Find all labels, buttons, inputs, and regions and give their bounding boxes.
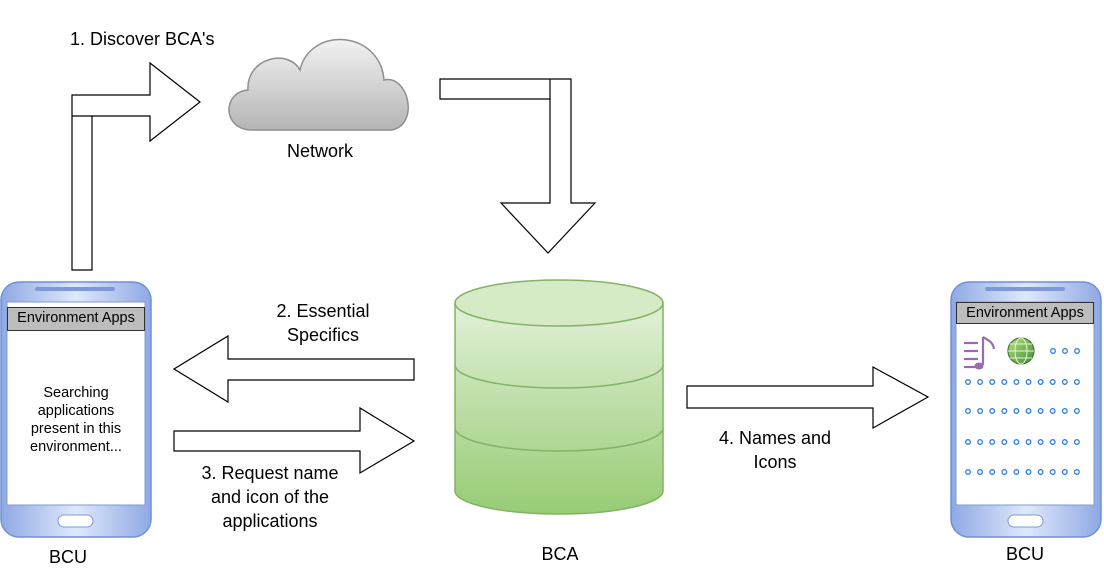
app-dot bbox=[1061, 469, 1068, 475]
app-dot bbox=[965, 469, 971, 475]
app-dot bbox=[1025, 379, 1032, 385]
home-button bbox=[57, 514, 94, 528]
status-line: present in this bbox=[30, 421, 122, 437]
app-dot bbox=[1073, 379, 1080, 385]
app-dot bbox=[1049, 408, 1056, 414]
app-dot bbox=[1061, 379, 1068, 385]
app-dot bbox=[1073, 408, 1080, 414]
essential-specifics-arrow bbox=[172, 334, 415, 404]
app-dot bbox=[1073, 469, 1080, 475]
app-dot bbox=[1073, 439, 1080, 445]
app-dot bbox=[1037, 379, 1044, 385]
app-dot bbox=[1001, 439, 1008, 445]
screen-header: Environment Apps bbox=[956, 302, 1094, 324]
app-dot bbox=[965, 379, 971, 385]
app-dot bbox=[1049, 439, 1056, 445]
searching-status: Searching applications present in this e… bbox=[12, 384, 140, 456]
app-dot bbox=[1013, 439, 1020, 445]
app-dot bbox=[977, 379, 984, 385]
app-dot bbox=[1074, 348, 1080, 354]
network-to-bca-arrow bbox=[439, 78, 597, 254]
app-dot bbox=[1049, 469, 1056, 475]
app-dot bbox=[1001, 408, 1008, 414]
app-dot bbox=[977, 408, 984, 414]
home-button bbox=[1007, 514, 1044, 528]
app-dot bbox=[989, 408, 996, 414]
app-dot bbox=[1062, 348, 1068, 354]
app-dot bbox=[1013, 408, 1020, 414]
app-dot bbox=[977, 469, 984, 475]
app-dot bbox=[989, 379, 996, 385]
app-dot bbox=[1025, 408, 1032, 414]
left-phone bbox=[0, 281, 152, 538]
step4-line2: Icons bbox=[753, 452, 797, 472]
app-dot bbox=[1013, 379, 1020, 385]
step3-line2: and icon of the bbox=[210, 487, 330, 507]
step3-label: 3. Request name and icon of the applicat… bbox=[190, 461, 350, 533]
app-dot bbox=[1037, 469, 1044, 475]
app-dot bbox=[1061, 439, 1068, 445]
app-dot bbox=[1037, 408, 1044, 414]
globe-icon bbox=[1007, 337, 1035, 365]
bca-label: BCA bbox=[541, 544, 579, 564]
screen-header: Environment Apps bbox=[7, 307, 145, 331]
step1-label: 1. Discover BCA's bbox=[70, 29, 215, 49]
app-dot bbox=[1025, 469, 1032, 475]
step3-line3: applications bbox=[222, 511, 318, 531]
step2-line2: Specifics bbox=[286, 325, 360, 345]
app-dot bbox=[1025, 439, 1032, 445]
step2-line1: 2. Essential bbox=[276, 301, 370, 321]
app-dot bbox=[989, 469, 996, 475]
step4-line1: 4. Names and bbox=[718, 428, 832, 448]
bcu-left-label: BCU bbox=[48, 547, 87, 567]
status-line: Searching bbox=[43, 385, 109, 401]
step4-label: 4. Names and Icons bbox=[710, 426, 840, 474]
bcu-right-label: BCU bbox=[1005, 544, 1044, 564]
app-dot bbox=[977, 439, 984, 445]
discover-arrow bbox=[71, 61, 201, 271]
app-dot bbox=[1050, 348, 1056, 354]
names-icons-arrow bbox=[686, 365, 930, 430]
music-icon bbox=[964, 336, 996, 370]
app-dot bbox=[965, 408, 971, 414]
app-icon-grid bbox=[965, 348, 1080, 475]
app-dot bbox=[1013, 469, 1020, 475]
app-dot bbox=[989, 439, 996, 445]
status-line: environment... bbox=[30, 439, 122, 455]
app-dot bbox=[1049, 379, 1056, 385]
app-dot bbox=[965, 439, 971, 445]
step2-label: 2. Essential Specifics bbox=[258, 299, 388, 347]
database-icon bbox=[454, 279, 664, 515]
app-dot bbox=[1001, 469, 1008, 475]
app-dot bbox=[1001, 379, 1008, 385]
request-arrow bbox=[173, 406, 416, 475]
app-dot bbox=[1037, 439, 1044, 445]
cloud-icon bbox=[228, 38, 409, 131]
app-dot bbox=[1061, 408, 1068, 414]
status-line: applications bbox=[37, 403, 115, 419]
step3-line1: 3. Request name bbox=[201, 463, 339, 483]
network-label: Network bbox=[286, 141, 353, 161]
